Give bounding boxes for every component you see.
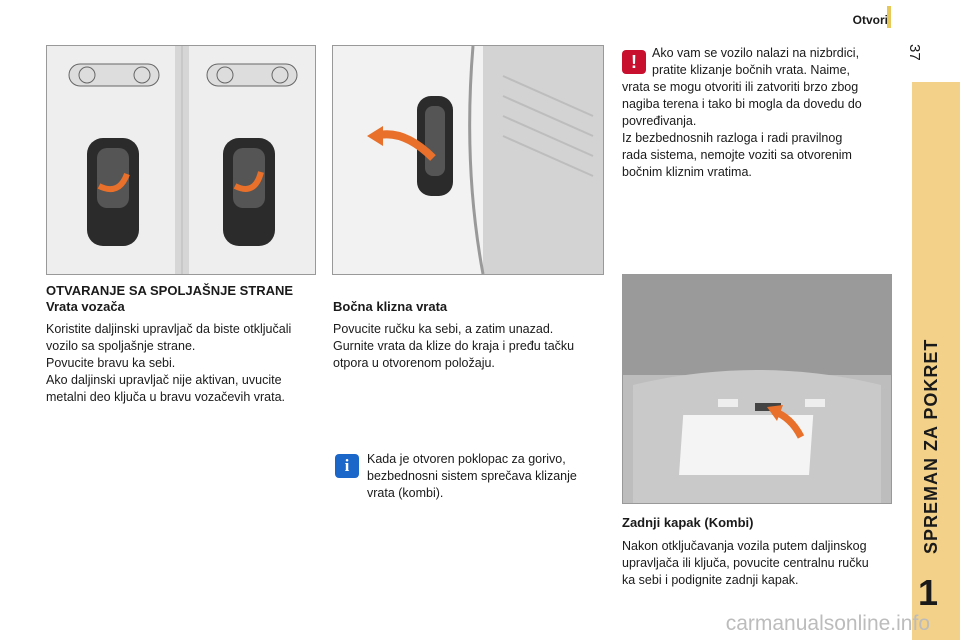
text-line: Povucite bravu ka sebi. <box>46 356 176 370</box>
section-heading: OTVARANJE SA SPOLJAŠNJE STRANE <box>46 283 294 298</box>
text-line: Nakon otključavanja vozila putem daljins… <box>622 539 867 553</box>
text-line: Kada je otvoren poklopac za gorivo, <box>367 452 566 466</box>
driver-door-handle-drawing <box>47 46 315 274</box>
text-line: vrata (kombi). <box>367 486 444 500</box>
text-line: Gurnite vrata da klize do kraja i pređu … <box>333 339 575 353</box>
text-line: pratite klizanje bočnih vrata. Naime, <box>652 63 851 77</box>
warning-note-rest: vrata se mogu otvoriti ili zatvoriti brz… <box>622 79 902 181</box>
tailgate-heading: Zadnji kapak (Kombi) <box>622 515 754 530</box>
info-icon: i <box>335 454 359 478</box>
text-line: nagiba terena i tako bi mogla da dovedu … <box>622 97 862 111</box>
text-line: Koristite daljinski upravljač da biste o… <box>46 322 292 336</box>
sliding-door-text: Povucite ručku ka sebi, a zatim unazad. … <box>333 321 609 372</box>
tailgate-text: Nakon otključavanja vozila putem daljins… <box>622 538 904 589</box>
text-line: upravljača ili ključa, povucite centraln… <box>622 556 869 570</box>
chapter-title: SPREMAN ZA POKRET <box>921 338 941 554</box>
text-line: bezbednosni sistem sprečava klizanje <box>367 469 577 483</box>
text-line: ka sebi i podignite zadnji kapak. <box>622 573 799 587</box>
text-line: Iz bezbednosnih razloga i radi pravilnog <box>622 131 843 145</box>
text-line: otpora u otvorenom položaju. <box>333 356 495 370</box>
info-note: Kada je otvoren poklopac za gorivo, bezb… <box>367 451 607 502</box>
sliding-door-drawing <box>333 46 603 274</box>
driver-door-heading: Vrata vozača <box>46 299 125 314</box>
warning-icon: ! <box>622 50 646 74</box>
text-line: metalni deo ključa u bravu vozačevih vra… <box>46 390 286 404</box>
chapter-number: 1 <box>918 572 939 613</box>
text-line: Ako daljinski upravljač nije aktivan, uv… <box>46 373 282 387</box>
page-number: 37 <box>906 44 923 61</box>
text-line: rada sistema, nemojte voziti sa otvoreni… <box>622 148 852 162</box>
warning-note-first: Ako vam se vozilo nalazi na nizbrdici, p… <box>652 45 892 79</box>
text-line: bočnim kliznim vratima. <box>622 165 752 179</box>
section-title: Otvori <box>852 13 888 27</box>
text-line: Ako vam se vozilo nalazi na nizbrdici, <box>652 46 860 60</box>
text-line: vrata se mogu otvoriti ili zatvoriti brz… <box>622 80 859 94</box>
sliding-door-heading: Bočna klizna vrata <box>333 299 448 314</box>
watermark: carmanualsonline.info <box>725 612 930 635</box>
driver-door-handle-illustration <box>46 45 316 275</box>
driver-door-text: Koristite daljinski upravljač da biste o… <box>46 321 326 406</box>
text-line: vozilo sa spoljašnje strane. <box>46 339 196 353</box>
text-line: Povucite ručku ka sebi, a zatim unazad. <box>333 322 554 336</box>
sliding-door-illustration <box>332 45 604 275</box>
header-rule <box>887 6 891 28</box>
chapter-sidebar <box>912 82 960 640</box>
text-line: povređivanja. <box>622 114 697 128</box>
tailgate-illustration <box>622 274 892 504</box>
tailgate-drawing <box>623 275 891 503</box>
